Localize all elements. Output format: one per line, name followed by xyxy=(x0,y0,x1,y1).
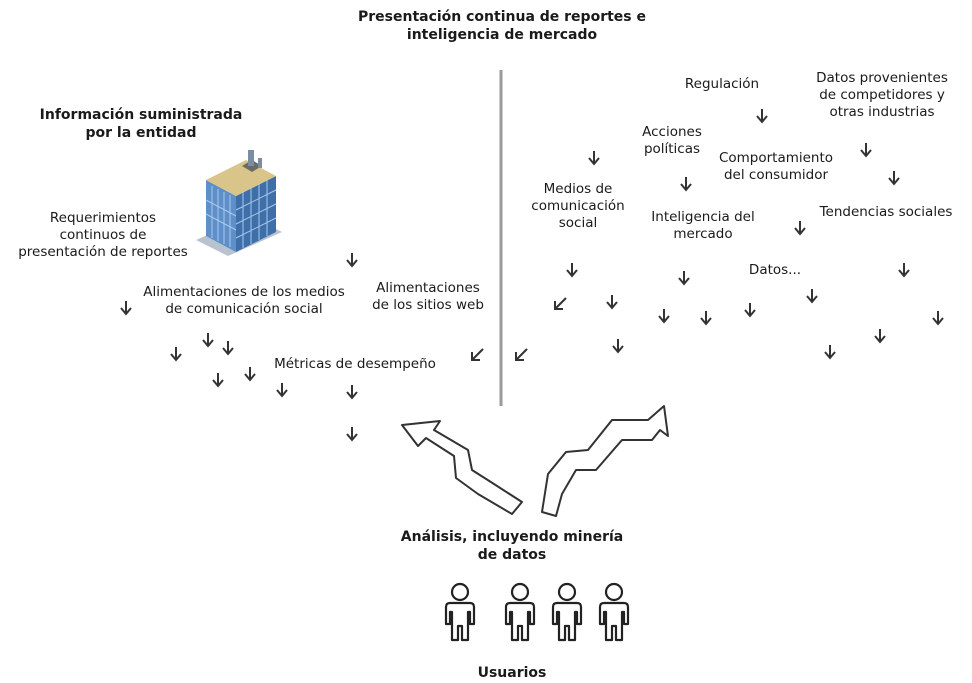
label-tendencias: Tendencias sociales xyxy=(819,204,953,220)
label-regulacion: Regulación xyxy=(684,76,760,92)
user-icon xyxy=(444,582,476,642)
user-icon xyxy=(598,582,630,642)
label-requerimientos: Requerimientos continuos de presentación… xyxy=(18,210,188,260)
analysis-label: Análisis, incluyendo minería de datos xyxy=(400,529,624,563)
label-datos: Datos... xyxy=(748,262,802,278)
label-comportamiento: Comportamiento del consumidor xyxy=(718,150,834,183)
label-metricas: Métricas de desempeño xyxy=(274,356,436,372)
users-group xyxy=(444,582,630,642)
left-heading-line-2: por la entidad xyxy=(85,125,197,141)
left-arrows xyxy=(120,252,528,441)
title-line-1: Presentación continua de reportes e xyxy=(357,9,646,25)
label-acciones-politicas: Acciones políticas xyxy=(642,124,702,157)
office-building-icon xyxy=(196,150,282,256)
label-competidores: Datos provenientes de competidores y otr… xyxy=(816,70,948,120)
right-zigzag-arrow xyxy=(541,405,669,517)
left-heading: Información suministrada por la entidad xyxy=(10,106,272,142)
label-inteligencia: Inteligencia del mercado xyxy=(651,209,755,242)
user-icon xyxy=(551,582,583,642)
right-arrows xyxy=(554,108,944,359)
page-title: Presentación continua de reportes e inte… xyxy=(0,8,972,44)
label-medios-comunicacion: Medios de comunicación social xyxy=(531,181,625,231)
label-alimentaciones-medios: Alimentaciones de los medios de comunica… xyxy=(143,284,345,317)
left-zigzag-arrow xyxy=(401,420,523,515)
user-icon xyxy=(504,582,536,642)
users-label: Usuarios xyxy=(477,665,547,681)
left-heading-line-1: Información suministrada xyxy=(39,107,243,123)
label-alimentaciones-web: Alimentaciones de los sitios web xyxy=(372,280,484,313)
title-line-2: inteligencia de mercado xyxy=(406,27,598,43)
